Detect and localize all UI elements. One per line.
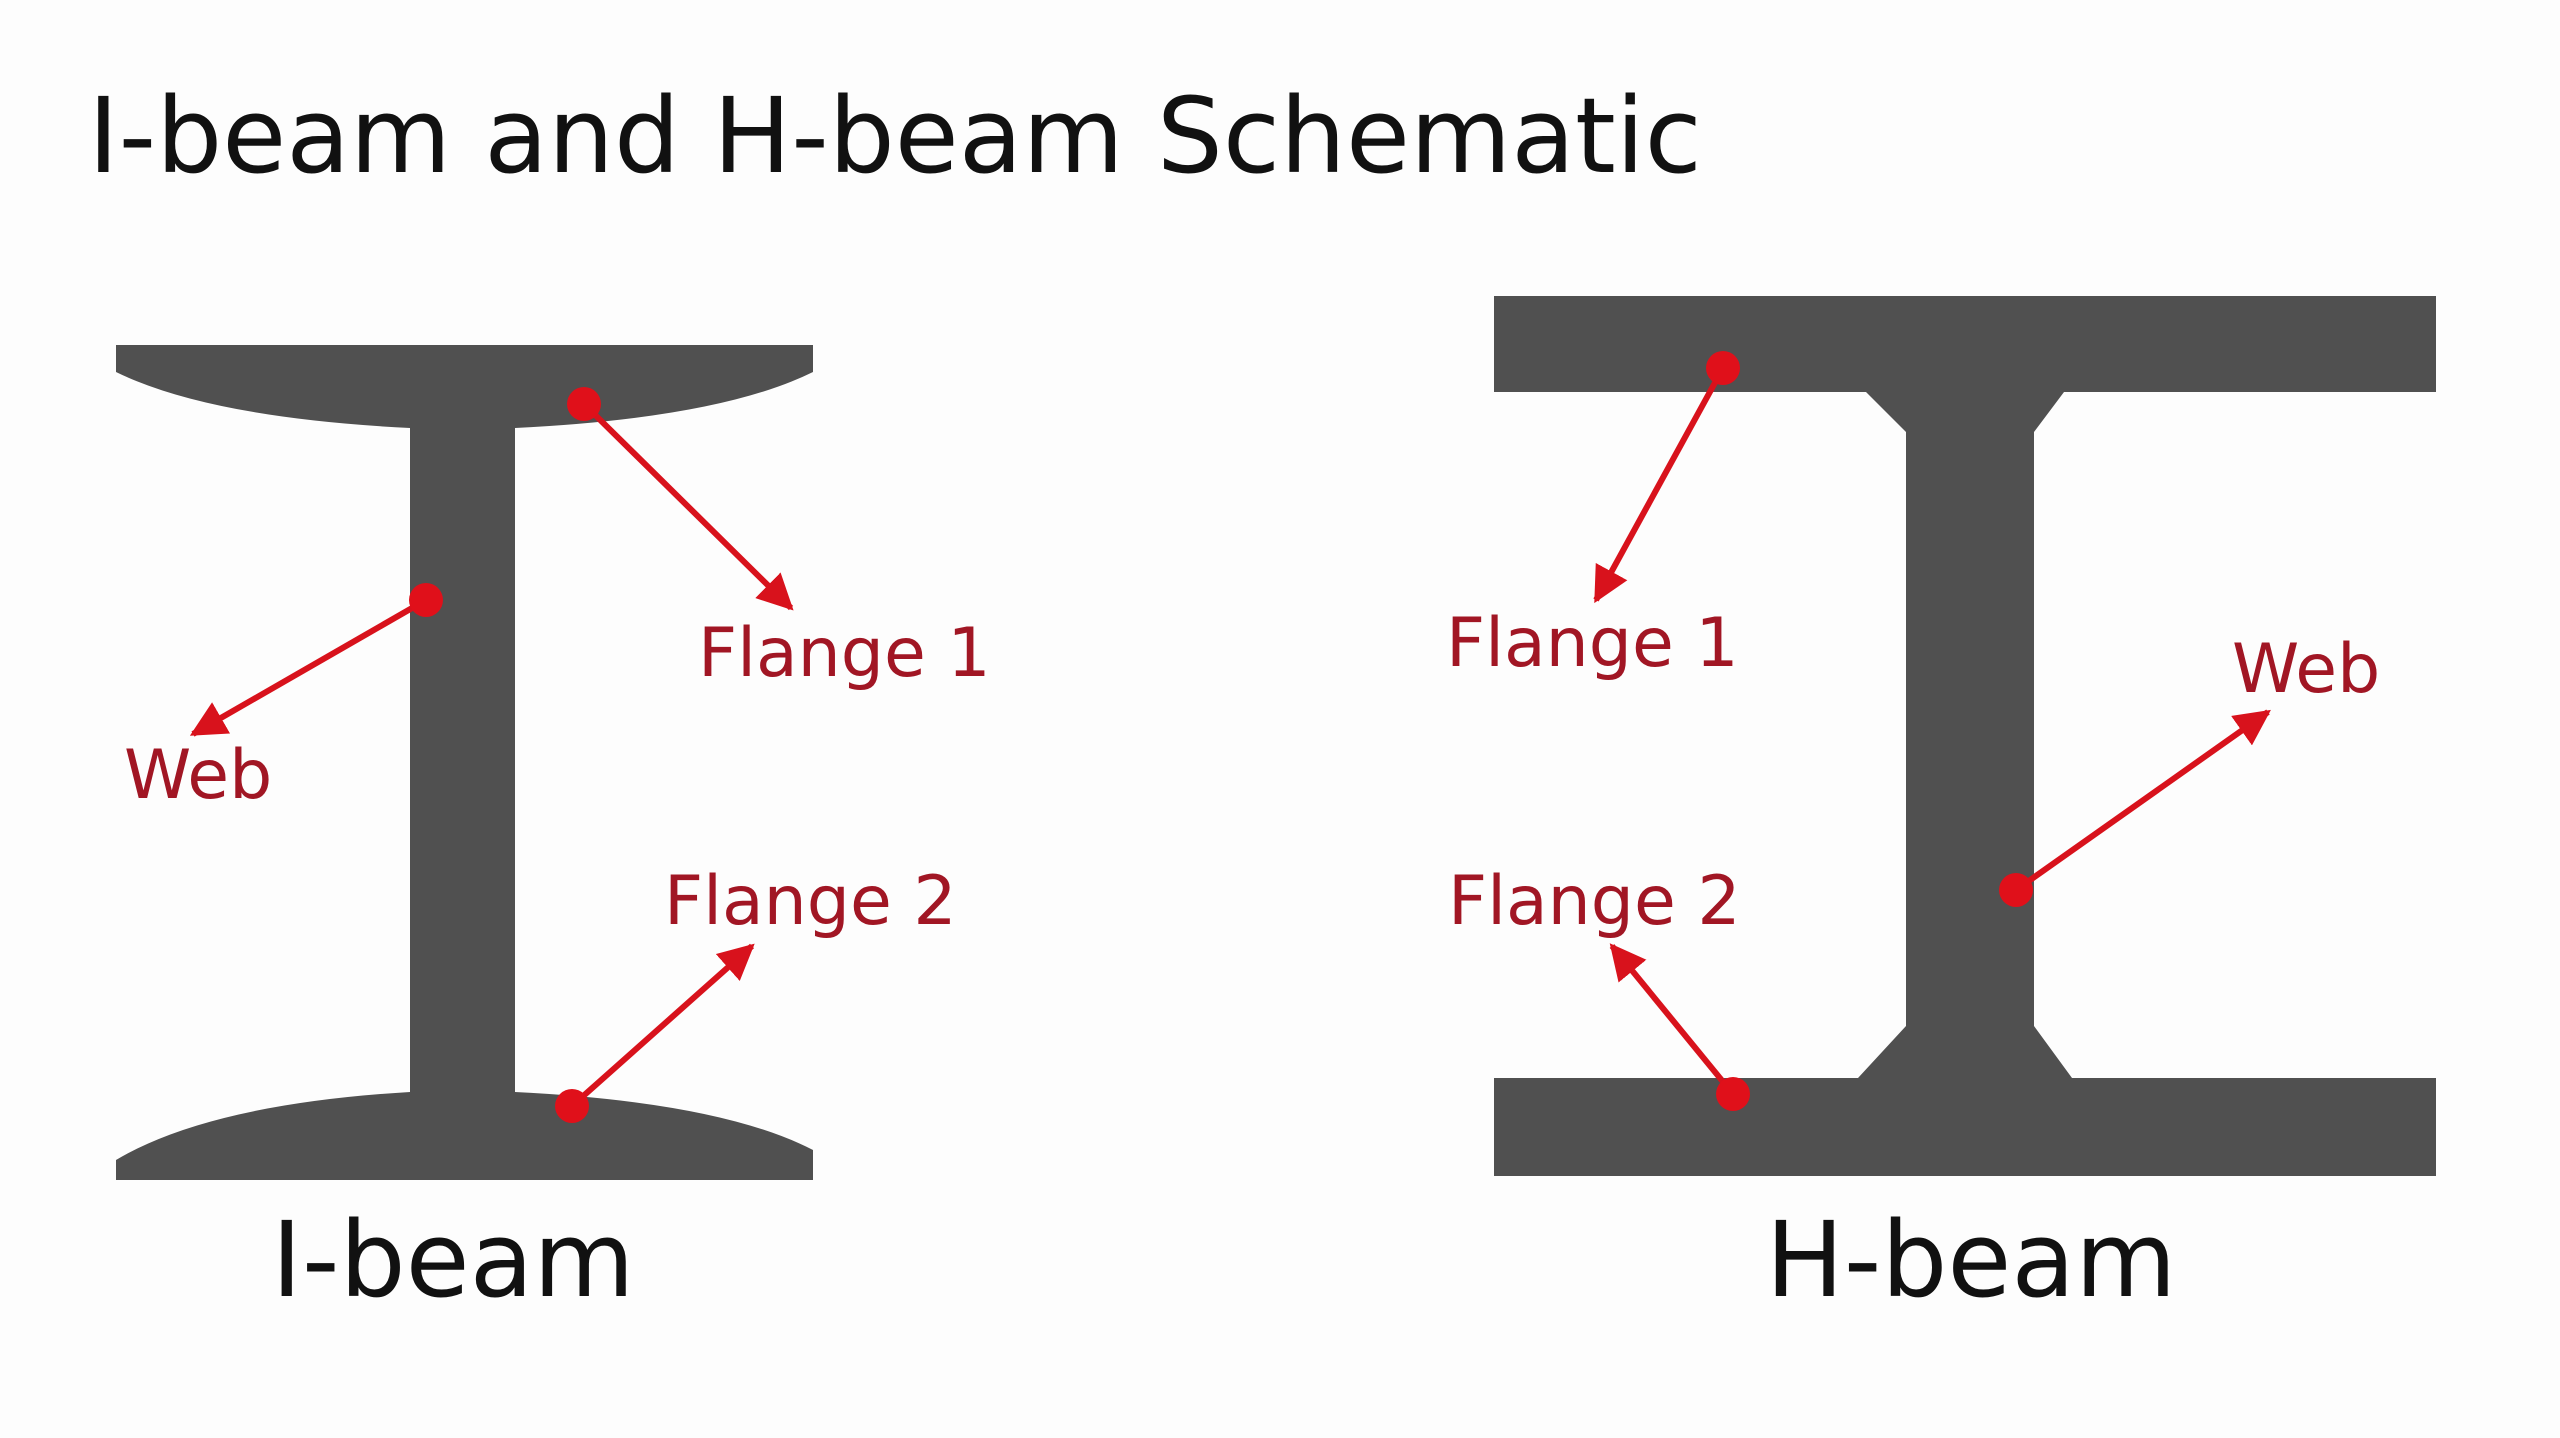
h-beam-flange-1-arrow — [1593, 366, 1726, 604]
h-beam-flange-2-label: Flange 2 — [1448, 862, 1741, 941]
h-beam-web-label: Web — [2232, 630, 2380, 709]
h-beam-flange-1-label: Flange 1 — [1446, 604, 1739, 683]
i-beam-flange-1-arrow — [581, 401, 794, 611]
i-beam-flange-2-arrow — [570, 943, 755, 1109]
h-beam-web-arrow — [2014, 709, 2271, 893]
i-beam-web-arrow — [189, 597, 428, 737]
diagram-title: I-beam and H-beam Schematic — [88, 75, 1702, 197]
h-beam-flange-1-point — [1706, 351, 1740, 385]
h-beam-flange-2-arrow — [1609, 943, 1736, 1096]
h-beam-caption: H-beam — [1766, 1199, 2177, 1321]
i-beam-flange-2-point — [555, 1089, 589, 1123]
h-beam-flange-2-point — [1716, 1077, 1750, 1111]
i-beam-shape — [116, 345, 813, 1180]
h-beam-group: Flange 1 Web Flange 2 H-beam — [1446, 296, 2436, 1321]
h-beam-web-point — [1999, 873, 2033, 907]
i-beam-web-point — [409, 583, 443, 617]
i-beam-flange-2-label: Flange 2 — [664, 862, 957, 941]
i-beam-group: Web Flange 1 Flange 2 I-beam — [116, 345, 991, 1321]
h-beam-shape — [1494, 296, 2436, 1176]
i-beam-caption: I-beam — [271, 1199, 634, 1321]
i-beam-web-label: Web — [124, 736, 272, 815]
i-beam-flange-1-label: Flange 1 — [698, 614, 991, 693]
i-beam-flange-1-point — [567, 387, 601, 421]
